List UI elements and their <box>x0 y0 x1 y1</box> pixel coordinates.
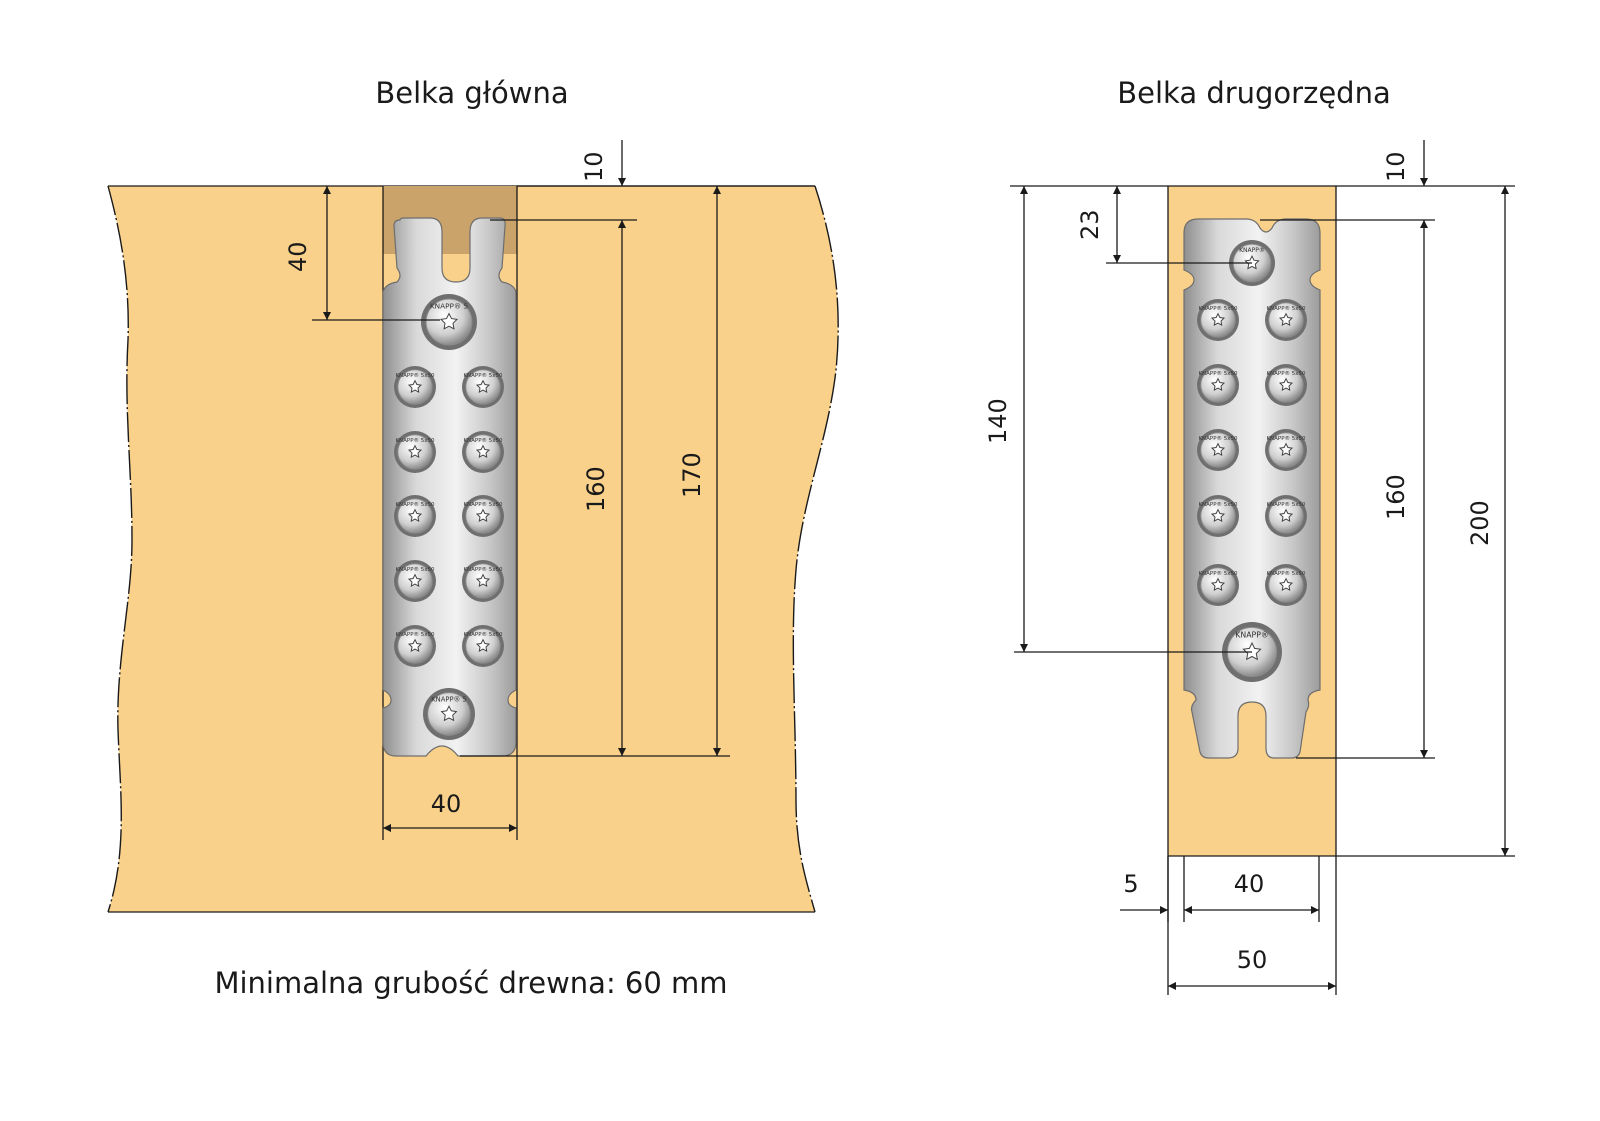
screw-head-marking: KNAPP® 5x50 <box>463 437 503 444</box>
main-small-screw-right-1: KNAPP® 5x50 <box>462 366 504 408</box>
screw-head-marking: KNAPP® 5 <box>431 696 467 704</box>
main-dim-10: 10 <box>580 151 608 182</box>
secondary-small-screw-right-2: KNAPP® 5x50 <box>1265 364 1307 406</box>
screw-head-marking: KNAPP® 5x50 <box>463 501 503 508</box>
secondary-beam-title: Belka drugorzędna <box>1117 76 1390 110</box>
main-small-screw-left-1: KNAPP® 5x50 <box>394 366 436 408</box>
main-beam-title: Belka główna <box>375 76 568 110</box>
main-dim-160: 160 <box>582 466 610 512</box>
screw-head-marking: KNAPP® 5x50 <box>1266 501 1306 508</box>
screw-head-marking: KNAPP® 5x50 <box>1198 501 1238 508</box>
main-dim-40-horizontal: 40 <box>431 790 462 818</box>
main-beam-edge-right <box>792 185 839 913</box>
secondary-small-screw-left-5: KNAPP® 5x50 <box>1197 564 1239 606</box>
secondary-small-screw-left-2: KNAPP® 5x50 <box>1197 364 1239 406</box>
screw-head-marking: KNAPP® 5x50 <box>395 437 435 444</box>
screw-head-marking: KNAPP® 5x50 <box>463 566 503 573</box>
main-dim-40-vertical: 40 <box>284 241 312 272</box>
sec-dim-140: 140 <box>984 398 1012 444</box>
secondary-small-screw-left-3: KNAPP® 5x50 <box>1197 429 1239 471</box>
screw-head-marking: KNAPP® 5x50 <box>463 631 503 638</box>
sec-dim-23: 23 <box>1076 209 1104 240</box>
main-connector-plate <box>382 217 517 757</box>
secondary-small-screw-right-3: KNAPP® 5x50 <box>1265 429 1307 471</box>
sec-dim-40: 40 <box>1234 870 1265 898</box>
secondary-small-screw-right-4: KNAPP® 5x50 <box>1265 495 1307 537</box>
min-thickness-note: Minimalna grubość drewna: 60 mm <box>214 966 727 1000</box>
screw-head-marking: KNAPP® 5x50 <box>1266 570 1306 577</box>
main-small-screw-left-3: KNAPP® 5x50 <box>394 495 436 537</box>
screw-head-marking: KNAPP® 5x50 <box>1266 435 1306 442</box>
sec-dim-200: 200 <box>1466 500 1494 546</box>
main-small-screw-left-2: KNAPP® 5x50 <box>394 431 436 473</box>
main-small-screw-right-5: KNAPP® 5x50 <box>462 625 504 667</box>
main-beam-dimensions: 10 40 160 170 40 <box>284 140 815 832</box>
screw-head-marking: KNAPP® 5 <box>430 302 468 311</box>
sec-dim-160: 160 <box>1382 474 1410 520</box>
sec-dim-50: 50 <box>1237 946 1268 974</box>
main-dim-170: 170 <box>678 452 706 498</box>
main-large-screw-bottom: KNAPP® 5 <box>423 688 475 740</box>
screw-head-marking: KNAPP® 5x50 <box>463 372 503 379</box>
secondary-small-screw-right-1: KNAPP® 5x50 <box>1265 299 1307 341</box>
secondary-small-screw-left-4: KNAPP® 5x50 <box>1197 495 1239 537</box>
screw-head-marking: KNAPP® <box>1239 247 1265 254</box>
secondary-beam <box>1167 186 1515 995</box>
screw-head-marking: KNAPP® 5x50 <box>1198 435 1238 442</box>
screw-head-marking: KNAPP® 5x50 <box>1198 305 1238 312</box>
main-small-screw-right-3: KNAPP® 5x50 <box>462 495 504 537</box>
main-small-screw-right-4: KNAPP® 5x50 <box>462 560 504 602</box>
screw-head-marking: KNAPP® 5x50 <box>1266 370 1306 377</box>
secondary-small-screw-left-1: KNAPP® 5x50 <box>1197 299 1239 341</box>
screw-head-marking: KNAPP® <box>1235 631 1268 640</box>
main-beam-edge-left <box>107 185 133 913</box>
main-large-screw-top: KNAPP® 5 <box>421 294 477 350</box>
main-small-screw-left-4: KNAPP® 5x50 <box>394 560 436 602</box>
secondary-beam-dimensions: 10 23 140 160 200 5 40 50 <box>984 140 1515 990</box>
screw-head-marking: KNAPP® 5x50 <box>395 501 435 508</box>
screw-head-marking: KNAPP® 5x50 <box>395 631 435 638</box>
screw-head-marking: KNAPP® 5x50 <box>1198 570 1238 577</box>
secondary-small-screw-right-5: KNAPP® 5x50 <box>1265 564 1307 606</box>
sec-dim-5: 5 <box>1123 870 1138 898</box>
screw-head-marking: KNAPP® 5x50 <box>395 372 435 379</box>
sec-dim-10: 10 <box>1382 151 1410 182</box>
main-small-screw-right-2: KNAPP® 5x50 <box>462 431 504 473</box>
secondary-connector-plate <box>1183 218 1321 759</box>
screw-head-marking: KNAPP® 5x50 <box>395 566 435 573</box>
main-beam <box>107 185 839 913</box>
main-small-screw-left-5: KNAPP® 5x50 <box>394 625 436 667</box>
screw-head-marking: KNAPP® 5x50 <box>1266 305 1306 312</box>
screw-head-marking: KNAPP® 5x50 <box>1198 370 1238 377</box>
